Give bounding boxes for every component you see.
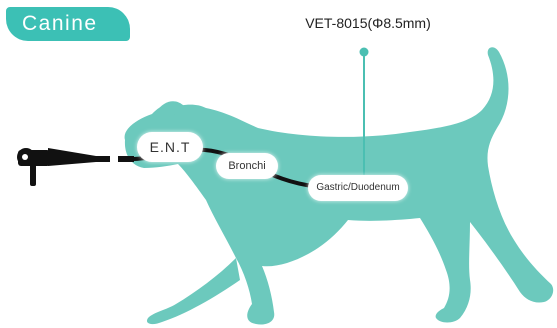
site-label-bronchi: Bronchi	[216, 153, 278, 179]
site-label-gastric: Gastric/Duodenum	[308, 175, 408, 201]
model-label: VET-8015(Φ8.5mm)	[283, 15, 453, 31]
species-tag: Canine	[6, 7, 130, 41]
site-label-ent: E.N.T	[137, 132, 203, 162]
endoscope-handle-icon	[17, 148, 134, 186]
handle-detail	[22, 154, 28, 160]
pin-marker-icon	[360, 48, 369, 57]
